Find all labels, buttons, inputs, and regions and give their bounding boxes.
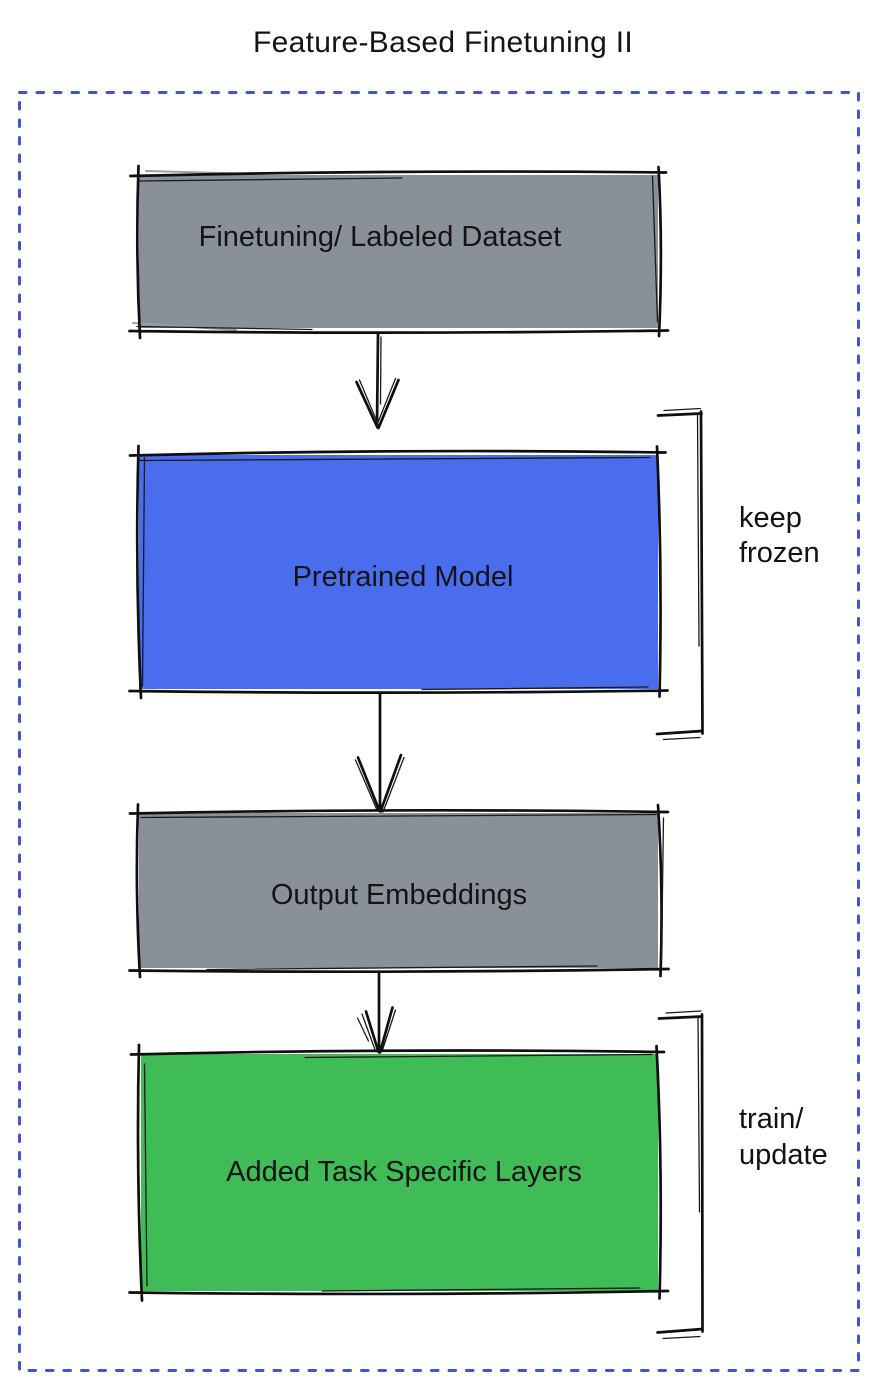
node-finetuning-dataset: Finetuning/ Labeled Dataset — [128, 164, 670, 340]
keep-frozen-bracket: keep frozen — [655, 407, 820, 741]
node-fill — [139, 175, 658, 328]
arrow-dataset-to-pretrained — [355, 332, 400, 430]
node-label-pretrained-model: Pretrained Model — [293, 561, 514, 593]
arrow-embeddings-to-layers — [356, 971, 397, 1054]
bracket-stroke-thin — [662, 1010, 702, 1340]
train-update-bracket: train/ update — [656, 1010, 828, 1340]
bracket-stroke — [656, 1013, 704, 1334]
train-update-label-line2: update — [739, 1139, 828, 1171]
bracket-stroke — [655, 410, 704, 736]
node-border-sketch-thin — [136, 175, 659, 331]
node-fill — [139, 455, 658, 689]
arrow-stroke — [356, 692, 403, 813]
node-task-specific-layers: Added Task Specific Layers — [128, 1043, 670, 1302]
node-border-sketch-thin — [143, 1053, 653, 1292]
node-border-sketch — [128, 164, 670, 340]
keep-frozen-label-line2: frozen — [739, 537, 820, 569]
node-border-sketch-thin — [138, 456, 651, 691]
bracket-stroke-thin — [662, 407, 702, 741]
node-fill — [139, 813, 658, 968]
node-label-finetuning-dataset: Finetuning/ Labeled Dataset — [199, 221, 562, 253]
arrow-stroke-thin — [354, 756, 405, 813]
node-pretrained-model: Pretrained Model — [128, 444, 669, 700]
node-label-task-specific-layers: Added Task Specific Layers — [226, 1156, 582, 1188]
node-output-embeddings: Output Embeddings — [128, 803, 670, 979]
node-border-sketch — [128, 803, 670, 979]
dotted-frame — [18, 91, 860, 1372]
arrow-stroke-thin — [356, 1009, 397, 1052]
node-border-sketch — [128, 444, 669, 700]
train-update-label-line1: train/ — [739, 1103, 804, 1135]
node-border-sketch — [128, 1043, 670, 1302]
arrow-stroke-thin — [358, 336, 397, 427]
diagram-title: Feature-Based Finetuning II — [253, 26, 633, 59]
keep-frozen-label-line1: keep — [739, 502, 802, 534]
arrow-stroke — [364, 971, 394, 1054]
arrow-stroke — [355, 332, 400, 430]
arrow-pretrained-to-embeddings — [354, 692, 405, 813]
node-fill — [141, 1054, 658, 1291]
node-border-sketch-thin — [140, 813, 665, 971]
node-label-output-embeddings: Output Embeddings — [271, 879, 527, 911]
